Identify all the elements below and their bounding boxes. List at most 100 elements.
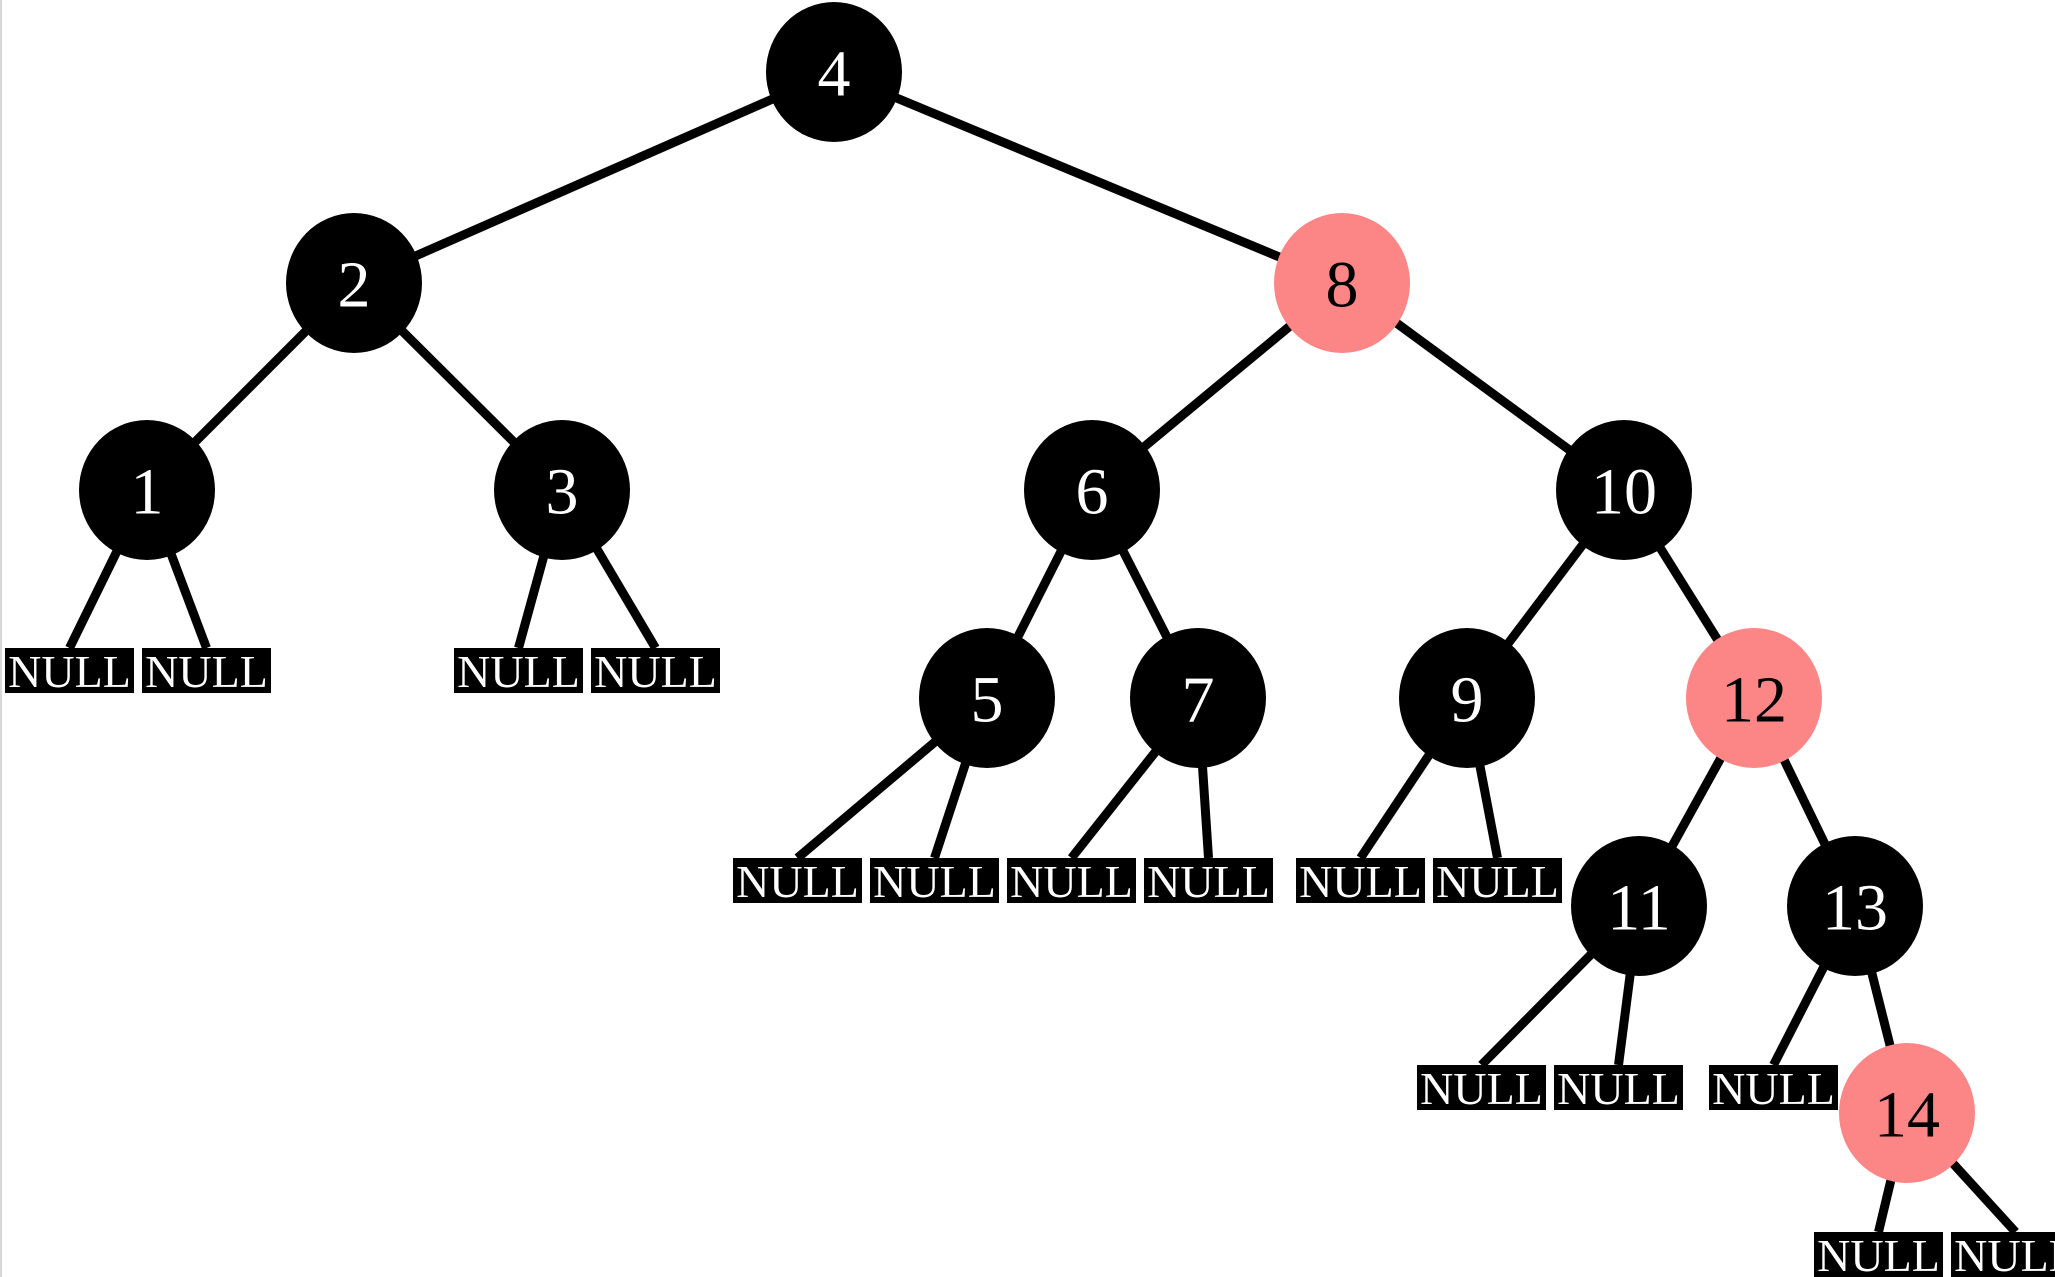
tree-node-label: 8 bbox=[1326, 249, 1359, 322]
red-node-circle bbox=[1839, 1043, 1975, 1183]
null-leaf-label: NULL bbox=[1712, 1063, 1835, 1114]
tree-node-label: 4 bbox=[818, 38, 851, 111]
tree-edge bbox=[1474, 758, 1502, 859]
tree-node-11[interactable]: 11 bbox=[1571, 836, 1707, 976]
tree-edge bbox=[1011, 543, 1068, 645]
black-node-circle bbox=[1130, 628, 1266, 768]
null-leaf-box bbox=[5, 648, 134, 693]
tree-node-12[interactable]: 12 bbox=[1686, 628, 1822, 768]
edges-layer bbox=[65, 91, 2019, 1236]
tree-edge bbox=[164, 546, 211, 650]
null-leaf-box bbox=[1417, 1065, 1546, 1110]
tree-edge bbox=[794, 734, 943, 862]
tree-node-5[interactable]: 5 bbox=[919, 628, 1055, 768]
tree-node-9[interactable]: 9 bbox=[1399, 628, 1535, 768]
tree-node-label: 7 bbox=[1182, 664, 1215, 737]
null-leaf-label: NULL bbox=[1420, 1063, 1543, 1114]
tree-node-label: 10 bbox=[1591, 456, 1657, 529]
tree-node-label: 13 bbox=[1822, 872, 1888, 945]
null-leaf-label: NULL bbox=[1299, 856, 1422, 907]
black-node-circle bbox=[1571, 836, 1707, 976]
null-leaf-label: NULL bbox=[1010, 856, 1133, 907]
null-leaf-box bbox=[870, 858, 999, 903]
tree-node-13[interactable]: 13 bbox=[1787, 836, 1923, 976]
null-leaf-label: NULL bbox=[1817, 1230, 1940, 1277]
tree-edge bbox=[409, 93, 779, 262]
red-node-circle bbox=[1686, 628, 1822, 768]
null-leaf: NULL bbox=[1554, 1063, 1683, 1114]
tree-edge bbox=[1478, 947, 1599, 1069]
null-leaf: NULL bbox=[1007, 856, 1136, 907]
null-leaf-box bbox=[454, 648, 583, 693]
null-leaf-box bbox=[1814, 1232, 1943, 1277]
tree-edge bbox=[395, 323, 521, 450]
black-node-circle bbox=[1787, 836, 1923, 976]
tree-edge bbox=[1769, 959, 1831, 1068]
black-node-circle bbox=[1556, 420, 1692, 560]
null-leaf-label: NULL bbox=[1147, 856, 1270, 907]
null-leaf-box bbox=[1709, 1065, 1838, 1110]
null-leaf: NULL bbox=[1433, 856, 1562, 907]
null-leaf-label: NULL bbox=[457, 646, 580, 697]
null-leaf-box bbox=[1433, 858, 1562, 903]
tree-edge bbox=[1614, 967, 1636, 1066]
black-node-circle bbox=[766, 2, 902, 142]
tree-node-7[interactable]: 7 bbox=[1130, 628, 1266, 768]
tree-edge bbox=[890, 91, 1286, 264]
null-leaf: NULL bbox=[1814, 1230, 1943, 1277]
null-leaf: NULL bbox=[1417, 1063, 1546, 1114]
black-node-circle bbox=[1024, 420, 1160, 560]
null-leaf: NULL bbox=[142, 646, 271, 697]
black-node-circle bbox=[1399, 628, 1535, 768]
tree-edge bbox=[930, 756, 972, 860]
tree-edge bbox=[1874, 1172, 1897, 1234]
tree-node-2[interactable]: 2 bbox=[286, 213, 422, 353]
tree-node-8[interactable]: 8 bbox=[1274, 213, 1410, 353]
null-leaf-box bbox=[1144, 858, 1273, 903]
tree-edge bbox=[1945, 1156, 2019, 1236]
null-leaf-label: NULL bbox=[8, 646, 131, 697]
tree-node-label: 11 bbox=[1607, 872, 1671, 945]
tree-edge bbox=[1777, 752, 1832, 852]
tree-edge bbox=[1197, 760, 1213, 859]
null-leaf-box bbox=[591, 648, 720, 693]
tree-node-4[interactable]: 4 bbox=[766, 2, 902, 142]
null-leaf-label: NULL bbox=[1557, 1063, 1680, 1114]
tree-edge bbox=[1137, 319, 1297, 454]
tree-edge bbox=[1389, 316, 1577, 457]
tree-node-label: 5 bbox=[971, 664, 1004, 737]
tree-node-label: 9 bbox=[1451, 664, 1484, 737]
null-leaf: NULL bbox=[1144, 856, 1273, 907]
tree-node-6[interactable]: 6 bbox=[1024, 420, 1160, 560]
null-leaf-box bbox=[1296, 858, 1425, 903]
tree-node-14[interactable]: 14 bbox=[1839, 1043, 1975, 1183]
null-leaf-label: NULL bbox=[1954, 1230, 2055, 1277]
tree-edge bbox=[188, 324, 313, 449]
tree-edge bbox=[1067, 744, 1163, 861]
black-node-circle bbox=[494, 420, 630, 560]
tree-edge bbox=[1665, 750, 1728, 854]
tree-node-3[interactable]: 3 bbox=[494, 420, 630, 560]
null-leaf-label: NULL bbox=[594, 646, 717, 697]
tree-edge bbox=[1116, 543, 1174, 645]
tree-edge bbox=[1653, 540, 1725, 648]
null-leaf-box bbox=[1554, 1065, 1683, 1110]
null-leaf: NULL bbox=[1709, 1063, 1838, 1114]
tree-edge bbox=[1501, 537, 1590, 651]
tree-node-label: 3 bbox=[546, 456, 579, 529]
null-leaf: NULL bbox=[5, 646, 134, 697]
black-node-circle bbox=[79, 420, 215, 560]
tree-node-10[interactable]: 10 bbox=[1556, 420, 1692, 560]
null-leaf-box bbox=[1951, 1232, 2055, 1277]
null-leaf: NULL bbox=[1951, 1230, 2055, 1277]
null-leaf-label: NULL bbox=[736, 856, 859, 907]
tree-node-1[interactable]: 1 bbox=[79, 420, 215, 560]
tree-edge bbox=[1865, 965, 1897, 1054]
null-leaf: NULL bbox=[733, 856, 862, 907]
null-leaf-label: NULL bbox=[1436, 856, 1559, 907]
tree-edge bbox=[589, 541, 660, 651]
